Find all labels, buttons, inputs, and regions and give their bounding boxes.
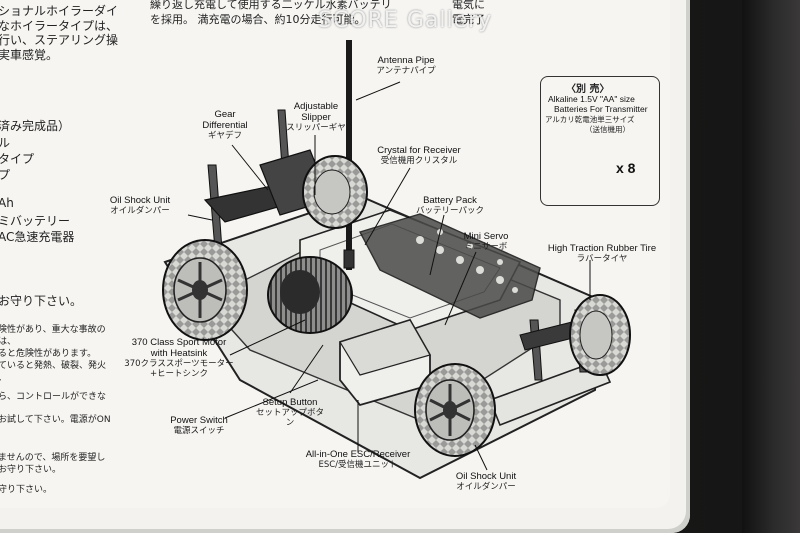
callout-oil-left-en: Oil Shock Unit (109, 195, 171, 206)
callout-oil-left-ja: オイルダンパー (110, 205, 170, 216)
left-small-text-line: ませんので、場所を要望し (0, 453, 106, 463)
callout-crystal-receiver: Crystal for Receiver 受信機用クリスタル (364, 145, 474, 167)
callout-esc-ja: ESC/受信機ユニット (318, 459, 398, 470)
callout-power-ja: 電源スイッチ (173, 425, 225, 436)
callout-slipper-ja: スリッパーギヤ (286, 122, 346, 133)
callout-antenna-ja: アンテナパイプ (376, 65, 436, 76)
callout-setup-en: Setup Button (262, 397, 318, 408)
callout-sport-motor: 370 Class Sport Motor with Heatsink 370ク… (120, 337, 238, 379)
callout-esc-en: All-in-One ESC/Receiver (305, 449, 411, 460)
watermark-text: SCORE Gallery (318, 8, 493, 33)
battery-count: x 8 (616, 160, 636, 176)
callout-tire-en: High Traction Rubber Tire (547, 243, 657, 254)
callout-setup-button: Setup Button セットアップボタン (252, 397, 328, 428)
box-edge-dark (742, 0, 800, 533)
callout-tire-ja: ラバータイヤ (576, 253, 628, 264)
left-text-line: タイプ (0, 152, 35, 166)
left-small-text-line: ていると発熱、破裂、発火 (0, 361, 107, 371)
top-description-line-2-end: 電完了 (452, 13, 485, 26)
callout-servo-ja: ミニサーボ (464, 241, 508, 252)
callout-battery-ja: バッテリーパック (416, 205, 484, 216)
left-text-line: 行い、ステアリング操 (0, 33, 119, 47)
callout-power-switch: Power Switch 電源スイッチ (166, 415, 232, 437)
left-small-text-line: お守り下さい。 (0, 465, 62, 475)
battery-box-title: 〈別 売〉 (566, 84, 610, 95)
callout-power-en: Power Switch (170, 415, 228, 426)
callout-oil-shock-left: Oil Shock Unit オイルダンパー (92, 195, 188, 217)
callout-crystal-en: Crystal for Receiver (377, 145, 461, 156)
callout-gear-ja: ギヤデフ (207, 130, 242, 141)
callout-antenna-pipe: Antenna Pipe アンテナパイプ (356, 55, 456, 77)
left-text-line: お守り下さい。 (0, 294, 83, 308)
wheel-front-right (569, 294, 631, 376)
wheel-rear-right (302, 155, 368, 229)
callout-gear-en-2: Differential (202, 119, 248, 131)
callout-gear-en-1: Gear (214, 109, 236, 120)
left-text-line: ショナルホイラーダイ (0, 4, 119, 18)
callout-oil-right-ja: オイルダンパー (456, 481, 516, 492)
left-text-line: ミバッテリー (0, 214, 71, 228)
left-text-line: プ (0, 168, 11, 182)
callout-gear-differential: Gear Differential ギヤデフ (188, 109, 262, 142)
callout-oil-shock-right: Oil Shock Unit オイルダンパー (440, 471, 532, 493)
callout-motor-en-1: 370 Class Sport Motor (131, 337, 227, 348)
callout-mini-servo: Mini Servo ミニサーボ (454, 231, 518, 253)
top-description-line-2: を採用。 満充電の場合、約10分走行可能。 (150, 13, 366, 26)
callout-slipper-en-2: Slipper (301, 111, 331, 123)
left-small-text-line: 険性があり、重大な事故の (0, 325, 106, 335)
battery-box-line-3: アルカリ乾電池単三サイズ (545, 115, 635, 124)
left-text-line: 実車感覚。 (0, 48, 59, 62)
left-text-line: 済み完成品） (0, 119, 71, 133)
callout-esc-receiver: All-in-One ESC/Receiver ESC/受信機ユニット (296, 449, 420, 471)
callout-servo-en: Mini Servo (463, 231, 509, 242)
left-small-text-line: 、 (0, 370, 7, 383)
callout-slipper-en-1: Adjustable (293, 101, 339, 112)
left-text-line: AC急速充電器 (0, 230, 75, 244)
batteries-required-box (540, 76, 660, 206)
left-text-line: Ah (0, 196, 14, 210)
left-small-text-line: は、 (0, 337, 17, 347)
callout-rubber-tire: High Traction Rubber Tire ラバータイヤ (540, 243, 664, 265)
left-text-line: ル (0, 136, 11, 150)
wheel-rear-left (162, 239, 248, 341)
wheel-front-left (414, 363, 496, 457)
callout-oil-right-en: Oil Shock Unit (455, 471, 517, 482)
top-description-line-1: 繰り返し充電して使用する二ッケル水素バッテリ (150, 0, 392, 11)
antenna-pipe (346, 40, 352, 270)
battery-box-line-1: Alkaline 1.5V "AA" size (548, 94, 635, 104)
callout-battery-pack: Battery Pack バッテリーパック (410, 195, 490, 217)
top-description-line-1-end: 電気に (452, 0, 485, 11)
left-small-text-line: 守り下さい。 (0, 485, 53, 495)
left-small-text-line: ると危険性があります。 (0, 349, 97, 359)
battery-box-line-2: Batteries For Transmitter (554, 104, 648, 114)
callout-motor-ja-2: +ヒートシンク (149, 368, 209, 379)
callout-crystal-ja: 受信機用クリスタル (380, 155, 458, 166)
callout-motor-ja-1: 370クラススポーツモーター (124, 358, 234, 369)
callout-antenna-en: Antenna Pipe (377, 55, 435, 66)
callout-battery-en: Battery Pack (423, 195, 477, 206)
left-small-text-line: ら、コントロールができな (0, 392, 107, 402)
callout-setup-ja: セットアップボタン (255, 407, 324, 428)
left-text-line: なホイラータイプは、 (0, 19, 119, 33)
callout-motor-en-2: with Heatsink (150, 347, 208, 359)
battery-box-line-4: （送信機用） (585, 125, 630, 134)
callout-adjustable-slipper: Adjustable Slipper スリッパーギヤ (276, 101, 356, 134)
left-small-text-line: お試して下さい。電源がON (0, 415, 111, 425)
